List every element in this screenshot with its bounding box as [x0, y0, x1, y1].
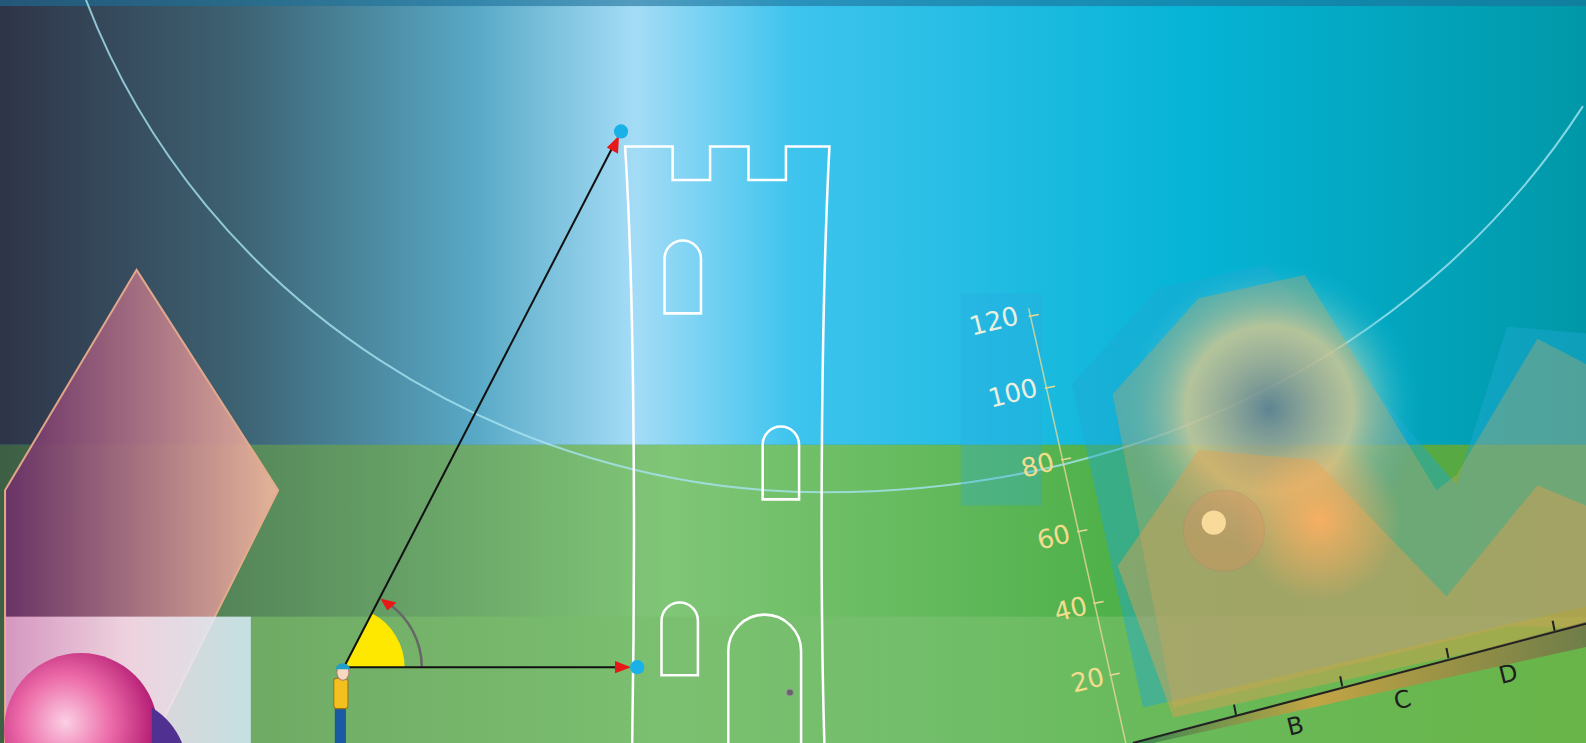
axis-value: 40	[1051, 592, 1089, 625]
axis-category: D	[1496, 660, 1520, 688]
axis-value: 100	[985, 375, 1039, 412]
axis-value: 80	[1019, 448, 1057, 481]
axis-category: B	[1285, 712, 1307, 739]
axis-value: 20	[1068, 664, 1106, 697]
axis-category: C	[1391, 686, 1413, 713]
axis-value: 60	[1035, 520, 1073, 553]
axis-value: 120	[967, 303, 1021, 340]
